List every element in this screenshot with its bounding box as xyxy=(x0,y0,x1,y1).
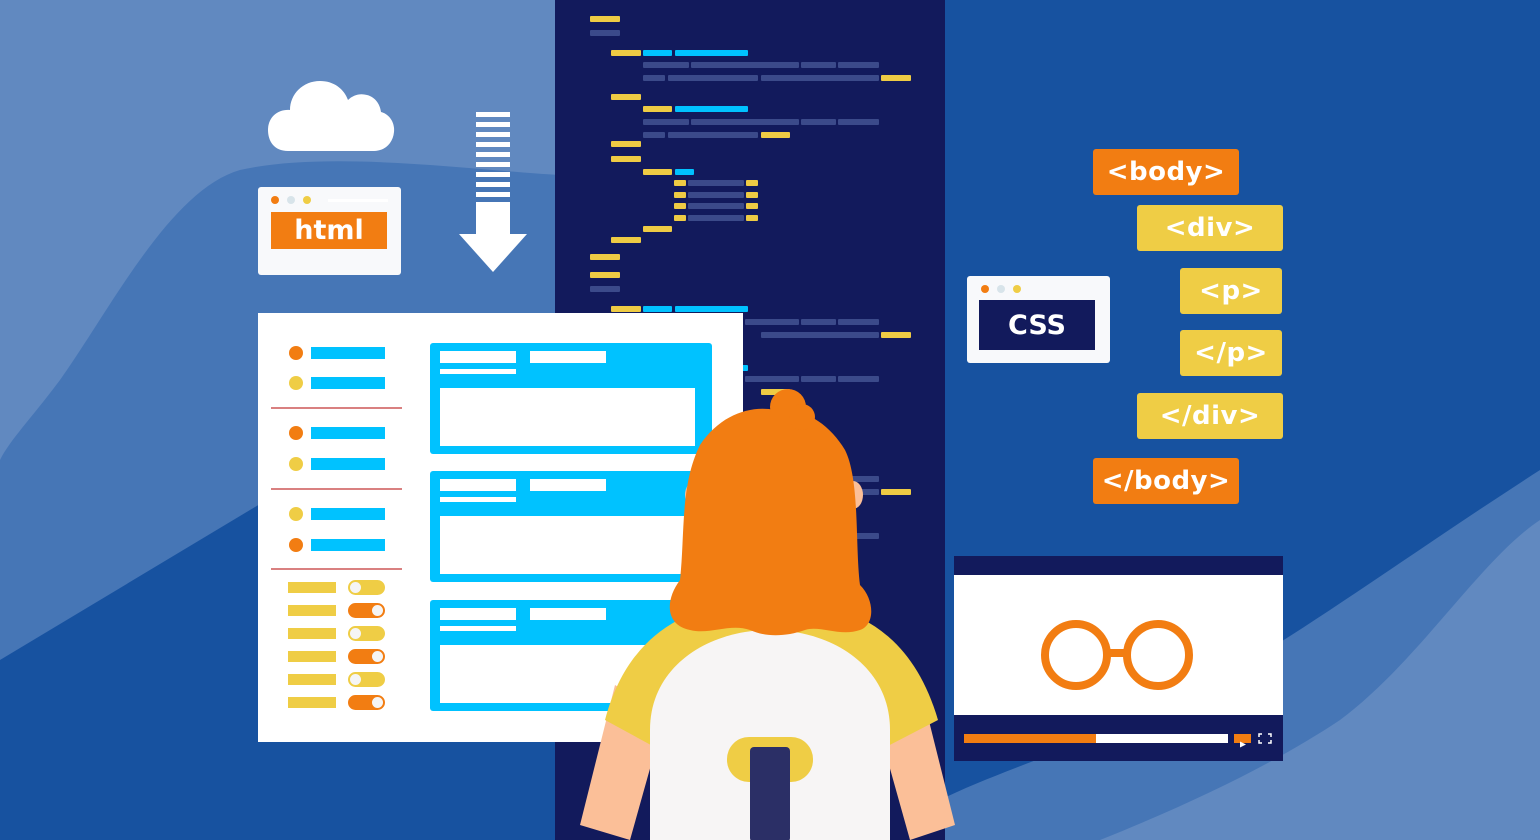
html-window: html xyxy=(258,187,401,275)
setting-label xyxy=(288,651,336,662)
content-card[interactable] xyxy=(430,471,712,582)
toggle-off[interactable] xyxy=(348,626,385,641)
video-progress-bar[interactable] xyxy=(964,734,1228,743)
bullet-yellow xyxy=(289,507,303,521)
setting-label xyxy=(288,674,336,685)
window-dot-orange xyxy=(981,285,989,293)
html-label: html xyxy=(271,212,387,249)
css-window: CSS xyxy=(967,276,1110,363)
bullet-yellow xyxy=(289,457,303,471)
toggle-on[interactable] xyxy=(348,649,385,664)
divider xyxy=(271,488,402,490)
fullscreen-icon[interactable] xyxy=(1258,733,1272,744)
video-progress-fill xyxy=(964,734,1096,743)
download-arrow-icon xyxy=(459,112,527,272)
cloud-icon xyxy=(268,81,395,151)
bullet-orange xyxy=(289,538,303,552)
setting-label xyxy=(288,697,336,708)
hair xyxy=(669,408,872,636)
glasses-icon xyxy=(1041,620,1193,690)
window-title-bar xyxy=(328,199,388,202)
developer-character xyxy=(580,389,955,840)
toggle-off[interactable] xyxy=(348,672,385,687)
tag-p-open: <p> xyxy=(1180,268,1282,314)
bullet-orange xyxy=(289,426,303,440)
video-screen[interactable] xyxy=(954,575,1283,715)
tag-p-close: </p> xyxy=(1180,330,1282,376)
webpage-mockup-panel xyxy=(258,313,743,742)
toggle-on[interactable] xyxy=(348,695,385,710)
tag-body-close: </body> xyxy=(1093,458,1239,504)
nav-item[interactable] xyxy=(311,427,385,439)
window-dot-yellow xyxy=(303,196,311,204)
toggle-off[interactable] xyxy=(348,580,385,595)
setting-label xyxy=(288,605,336,616)
chair-back xyxy=(650,630,890,840)
nav-item[interactable] xyxy=(311,539,385,551)
chair-post xyxy=(750,747,790,840)
nav-item[interactable] xyxy=(311,458,385,470)
bullet-yellow xyxy=(289,376,303,390)
nav-item[interactable] xyxy=(311,508,385,520)
window-dot-gray xyxy=(997,285,1005,293)
nav-item[interactable] xyxy=(311,377,385,389)
setting-label xyxy=(288,582,336,593)
tag-div-close: </div> xyxy=(1137,393,1283,439)
play-icon xyxy=(1240,741,1246,748)
toggle-on[interactable] xyxy=(348,603,385,618)
window-dot-orange xyxy=(271,196,279,204)
divider xyxy=(271,407,402,409)
bullet-orange xyxy=(289,346,303,360)
css-label: CSS xyxy=(979,300,1095,350)
tag-body-open: <body> xyxy=(1093,149,1239,195)
tag-div-open: <div> xyxy=(1137,205,1283,251)
divider xyxy=(271,568,402,570)
nav-item[interactable] xyxy=(311,347,385,359)
setting-label xyxy=(288,628,336,639)
content-card[interactable] xyxy=(430,343,712,454)
window-dot-yellow xyxy=(1013,285,1021,293)
video-player[interactable] xyxy=(954,556,1283,761)
play-button[interactable] xyxy=(1234,734,1251,748)
window-dot-gray xyxy=(287,196,295,204)
